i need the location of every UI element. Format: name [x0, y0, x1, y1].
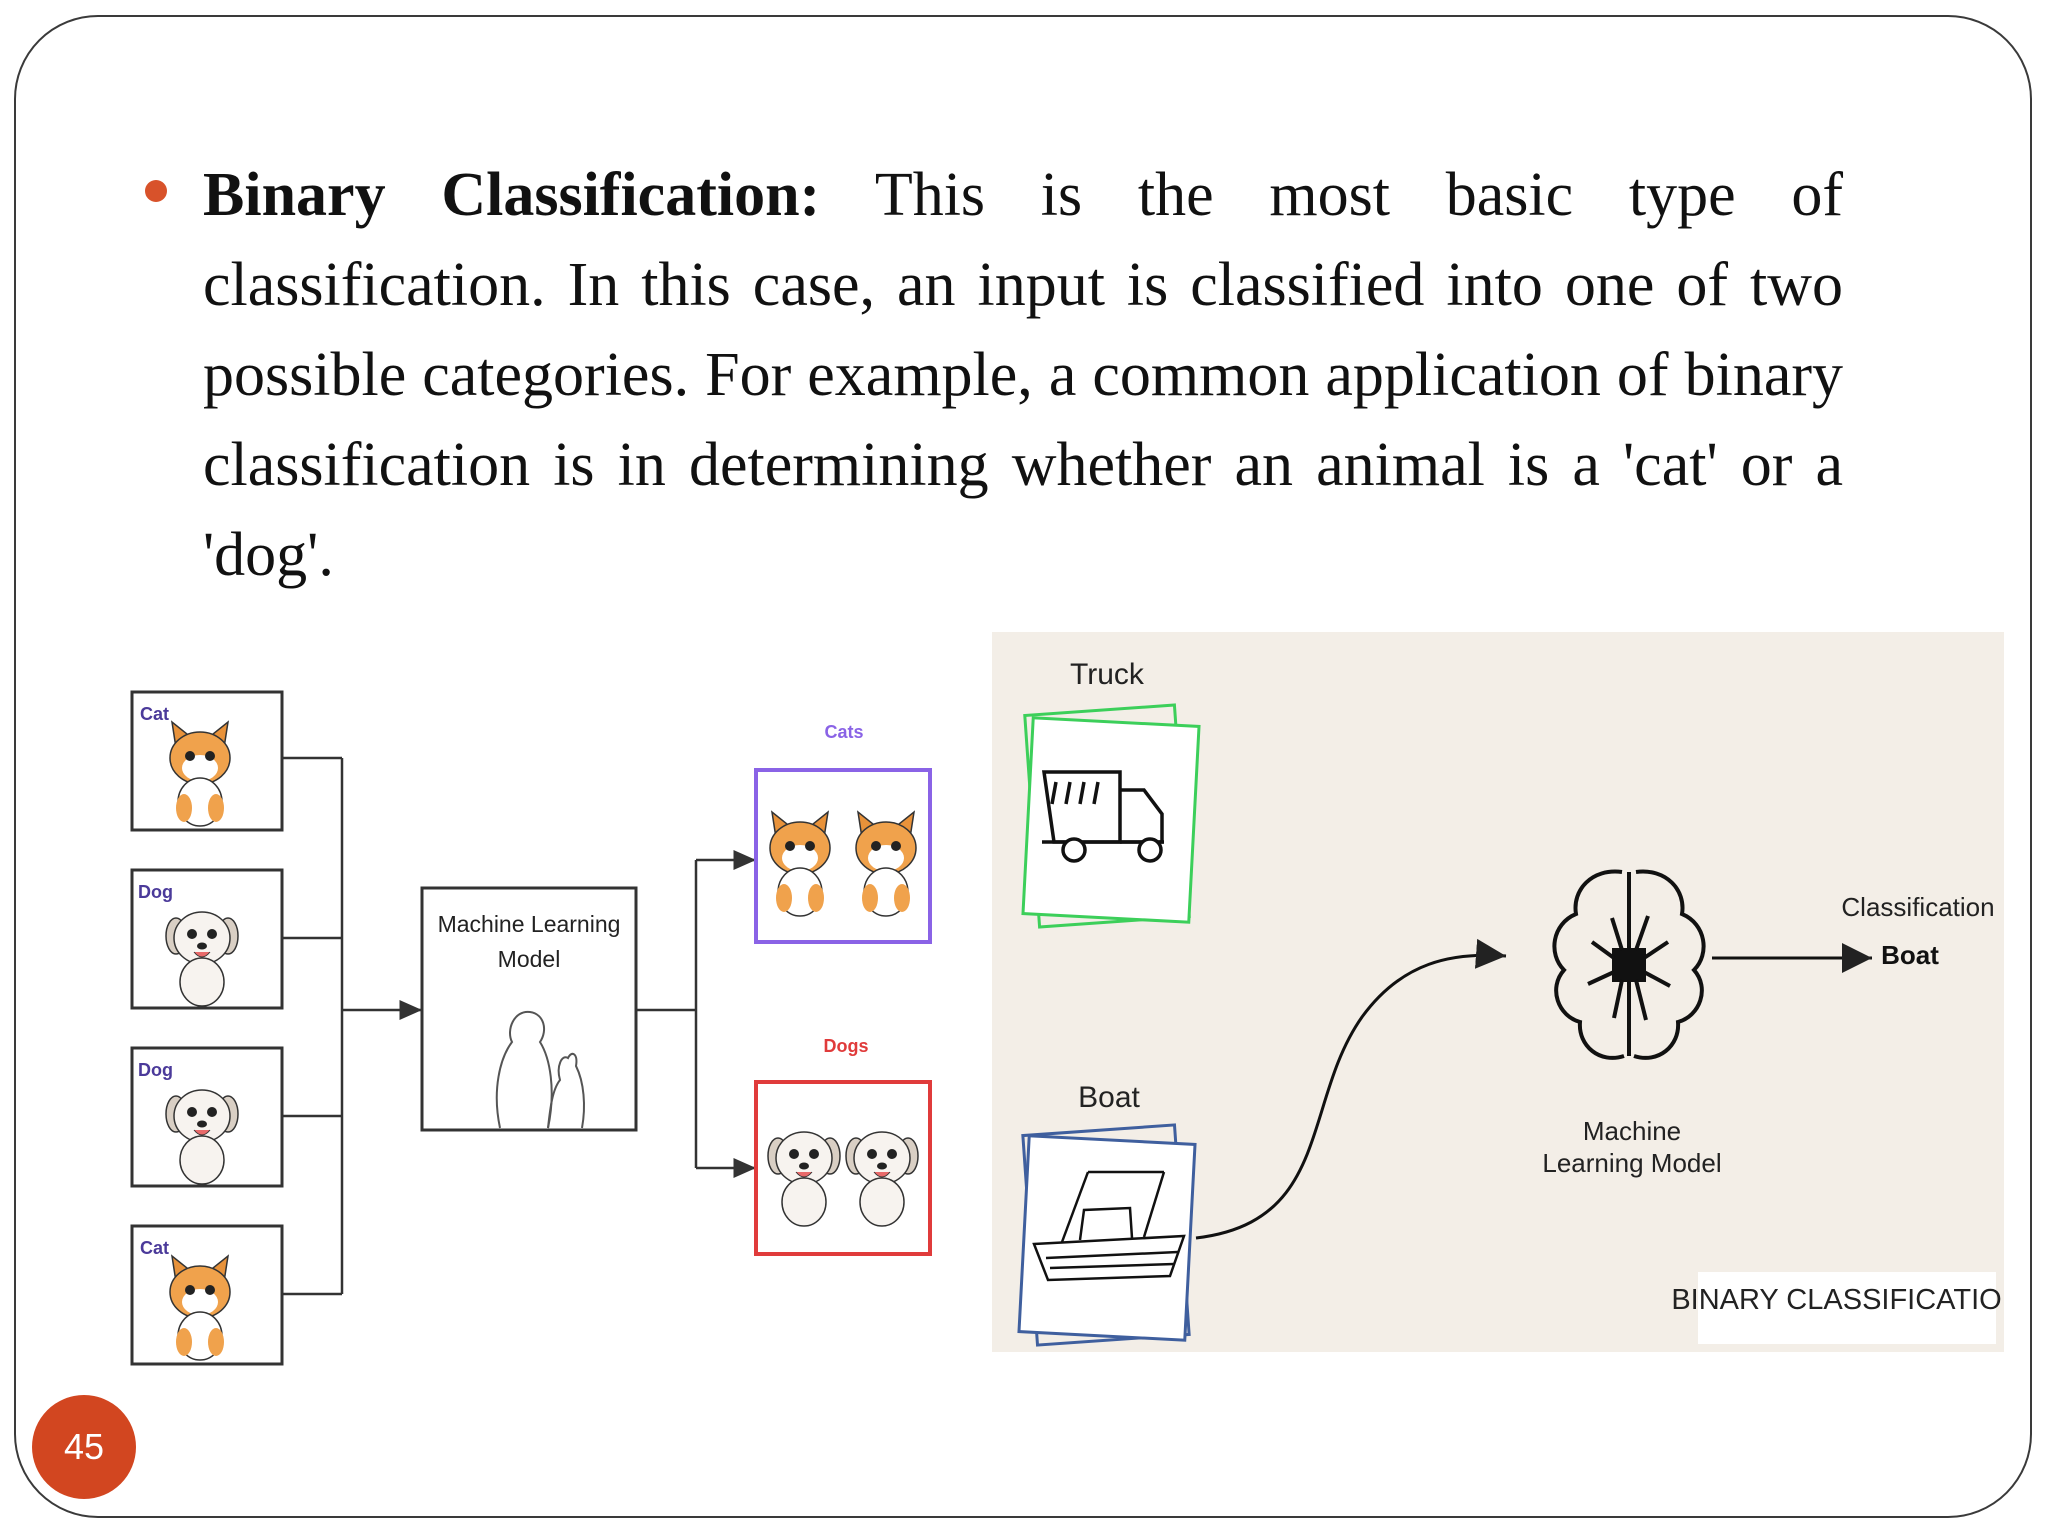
input-card-4: Cat — [130, 1224, 284, 1366]
classification-label: Classification — [1841, 892, 1994, 922]
classification-value: Boat — [1881, 940, 1939, 970]
cats-label: Cats — [824, 722, 863, 742]
boat-card — [1017, 1123, 1197, 1347]
ml-model-label-line2: Model — [498, 946, 561, 972]
brain-model-label-line1: Machine — [1583, 1116, 1681, 1146]
bullet-body: This is the most basic type of classific… — [203, 161, 1843, 589]
page-number-badge: 45 — [32, 1395, 136, 1499]
input-card-1-label: Cat — [140, 704, 169, 724]
boat-icon — [1032, 1170, 1186, 1282]
input-to-model-arrow — [1195, 938, 1507, 1240]
input-card-2-label: Dog — [138, 882, 173, 902]
binary-classification-caption: BINARY CLASSIFICATION — [1671, 1284, 2004, 1316]
input-card-3-label: Dog — [138, 1060, 173, 1080]
slide-frame — [14, 15, 2032, 1518]
cat-illustration — [169, 1255, 231, 1361]
ml-model-box: Machine Learning Model — [420, 886, 638, 1132]
brain-chip-icon — [1552, 869, 1706, 1060]
output-cats-box: Cats — [754, 722, 932, 944]
ml-model-label-line1: Machine Learning — [438, 911, 621, 937]
input-card-3: Dog — [130, 1046, 284, 1188]
input-card-4-label: Cat — [140, 1238, 169, 1258]
output-dogs-box: Dogs — [754, 1036, 932, 1256]
bullet-paragraph: Binary Classification: This is the most … — [203, 150, 1843, 600]
output-connectors — [636, 850, 756, 1178]
truck-label: Truck — [1070, 658, 1145, 691]
cat-illustration — [169, 721, 231, 827]
bullet-term: Binary Classification: — [203, 161, 821, 229]
input-card-1: Cat — [130, 690, 284, 832]
truck-card — [1021, 703, 1201, 929]
truck-boat-classification-diagram: Truck Boat — [992, 632, 2004, 1352]
cat-illustration — [769, 811, 831, 917]
bullet-dot — [145, 180, 167, 202]
cat-illustration — [855, 811, 917, 917]
brain-model-label-line2: Learning Model — [1542, 1148, 1721, 1178]
cat-dog-silhouette-icon — [495, 1010, 585, 1129]
input-connectors — [282, 756, 422, 1296]
dogs-label: Dogs — [824, 1036, 869, 1056]
truck-icon — [1041, 770, 1164, 863]
caption-box — [1698, 1272, 1996, 1344]
boat-label: Boat — [1078, 1081, 1140, 1114]
cat-dog-classification-diagram: Cat Dog Dog Cat Machine Learning Model — [130, 690, 932, 1366]
input-card-2: Dog — [130, 868, 284, 1010]
